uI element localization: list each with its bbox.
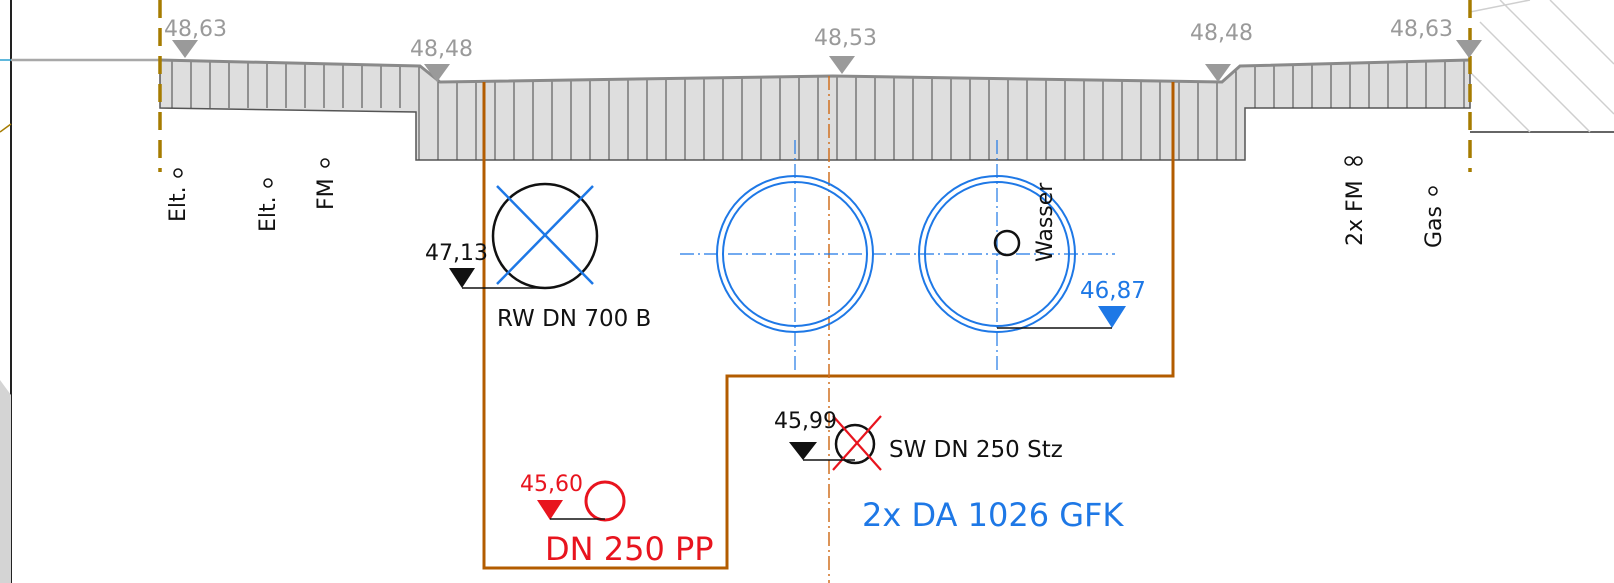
rainwater-level: 47,13: [425, 241, 488, 266]
district-heating-level: 46,87: [1080, 278, 1146, 304]
sewer-level: 45,99: [774, 409, 837, 434]
district-heating-pipe-left: [716, 140, 874, 370]
utility-label: Elt.: [166, 186, 191, 222]
paving-layer: [159, 58, 1471, 161]
utility-marker-circle: [1353, 156, 1363, 166]
utility-marker-circle: [173, 168, 183, 178]
sewer-pipe: 45,99 SW DN 250 Stz: [774, 409, 1063, 471]
utility-label: 2x FM: [1343, 180, 1368, 246]
utility-label: Elt.: [256, 196, 281, 232]
level-marker: 48,63: [1390, 17, 1482, 58]
level-text: 48,63: [1390, 17, 1453, 42]
water-label: Wasser: [1033, 182, 1058, 262]
left-building-edge: [0, 0, 12, 583]
level-marker: 48,53: [814, 26, 877, 74]
utility-marker-circle: [1428, 186, 1438, 196]
district-heating-pipes: 46,87 2x DA 1026 GFK: [680, 140, 1146, 534]
level-marker: 48,48: [410, 37, 473, 82]
level-text: 48,48: [410, 37, 473, 62]
utility-label: FM: [314, 178, 339, 210]
water-pipe: Wasser: [993, 182, 1058, 262]
pressure-pipe-level: 45,60: [520, 472, 583, 497]
utility-corridor-boundaries: [158, 0, 1472, 172]
level-marker: 48,48: [1190, 21, 1253, 82]
rainwater-pipe: 47,13 RW DN 700 B: [425, 182, 651, 332]
level-marker: 48,63: [164, 17, 227, 58]
utility-electric: Elt.: [256, 178, 281, 232]
level-text: 48,48: [1190, 21, 1253, 46]
level-text: 48,63: [164, 17, 227, 42]
utility-marker-circle: [1344, 156, 1354, 166]
utility-electric: Elt.: [166, 168, 191, 222]
utility-labels-left: Elt. Elt. FM: [166, 158, 339, 232]
utility-label: Gas: [1422, 206, 1447, 248]
trench-outline: [482, 82, 1175, 570]
utility-marker-circle: [263, 178, 273, 188]
district-heating-label: 2x DA 1026 GFK: [862, 496, 1124, 534]
sewer-label: SW DN 250 Stz: [889, 437, 1063, 463]
pressure-pipe: 45,60 DN 250 PP: [520, 472, 714, 568]
right-building-hatch: [1469, 0, 1614, 133]
utility-telecom: FM: [314, 158, 339, 210]
utility-labels-right: 2x FM Gas: [1343, 156, 1447, 248]
surface-level-markers: 48,63 48,48 48,53 48,48 48,63: [164, 17, 1482, 82]
utility-telecom-double: 2x FM: [1343, 156, 1368, 246]
pressure-pipe-label: DN 250 PP: [545, 530, 714, 568]
level-text: 48,53: [814, 26, 877, 51]
utility-marker-circle: [320, 158, 330, 168]
utility-gas: Gas: [1422, 186, 1447, 248]
rainwater-label: RW DN 700 B: [497, 306, 651, 332]
